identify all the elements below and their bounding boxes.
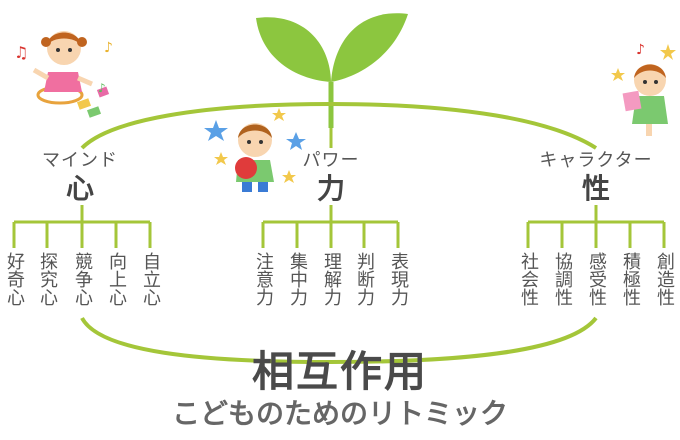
item-label: 社会性 [518, 252, 539, 306]
tree-connector-3 [526, 205, 666, 248]
girl-hula-hoop-illustration: ♫ ♪ ♪ [14, 31, 113, 118]
group-header-2: パワー 力 [303, 150, 360, 206]
tree-connector-1 [12, 205, 152, 248]
group-label-big: 性 [581, 172, 610, 205]
item-label: 判断力 [354, 252, 375, 306]
group-header-3: キャラクター 性 [539, 150, 652, 206]
subtitle: こどものためのリトミック [171, 397, 508, 430]
item-label: 競争心 [72, 252, 93, 306]
item-label: 表現力 [388, 252, 409, 306]
item-label: 理解力 [321, 252, 342, 306]
item-label: 好奇心 [4, 252, 25, 306]
svg-text:♪: ♪ [104, 40, 113, 56]
item-label: 創造性 [654, 252, 675, 306]
item-label: 感受性 [586, 252, 607, 306]
item-label: 自立心 [140, 252, 161, 306]
item-label: 集中力 [287, 252, 308, 306]
svg-text:♪: ♪ [98, 81, 106, 95]
arch-connector [80, 101, 598, 150]
boy-ball-illustration [204, 108, 306, 192]
group-label-small: マインド [42, 150, 118, 171]
group-label-big: 心 [65, 172, 94, 205]
girl-book-illustration: ♪ [611, 42, 676, 136]
bottom-arc-connector [80, 316, 598, 365]
item-label: 探究心 [37, 252, 58, 306]
group-label-small: キャラクター [539, 150, 653, 171]
item-label: 向上心 [106, 252, 127, 306]
svg-text:♪: ♪ [636, 42, 645, 58]
group-label-big: 力 [316, 172, 345, 205]
group-header-1: マインド 心 [42, 150, 118, 206]
item-label: 注意力 [253, 252, 274, 306]
main-title: 相互作用 [251, 347, 428, 396]
svg-text:♫: ♫ [14, 43, 28, 62]
item-label: 協調性 [552, 252, 573, 306]
item-label: 積極性 [620, 252, 641, 306]
tree-connector-2 [261, 128, 400, 248]
group-label-small: パワー [302, 150, 360, 171]
